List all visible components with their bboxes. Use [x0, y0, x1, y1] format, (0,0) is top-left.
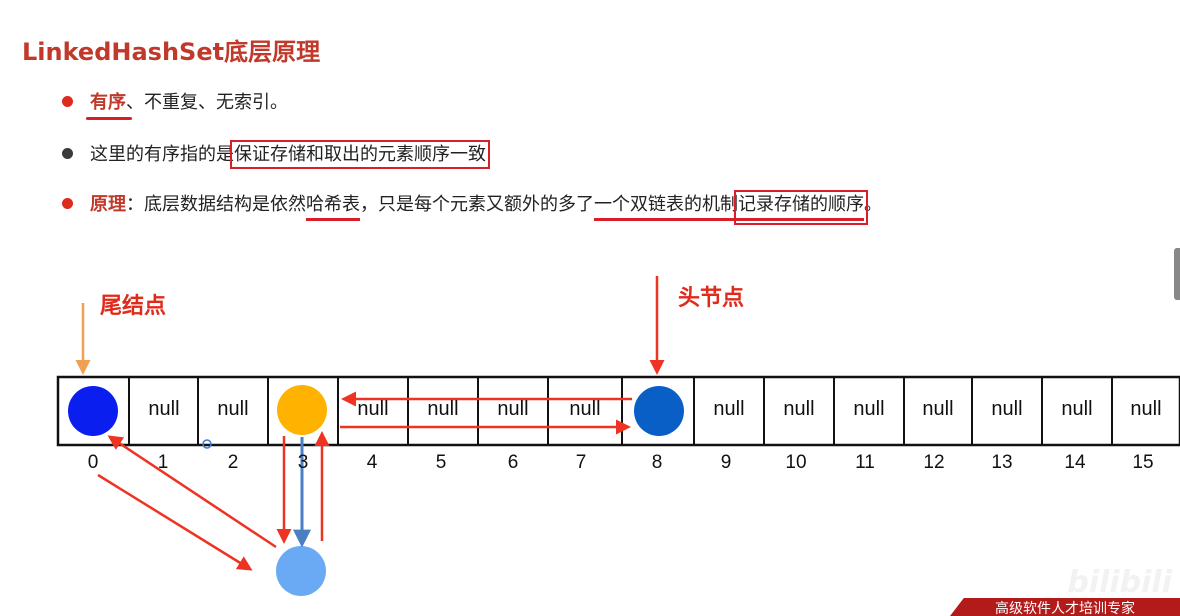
- bullet-principle: 原理：底层数据结构是依然哈希表，只是每个元素又额外的多了一个双链表的机制记录存储…: [62, 190, 882, 225]
- cell-7: null: [569, 398, 601, 420]
- page-title: LinkedHashSet底层原理: [22, 38, 321, 66]
- boxed-phrase-consistent-order: 保证存储和取出的元素顺序一致: [230, 140, 490, 169]
- cell-13: null: [991, 398, 1023, 420]
- node-index-0: [68, 386, 118, 436]
- index-label-8: 8: [651, 452, 663, 473]
- cell-15: null: [1130, 398, 1162, 420]
- bullet-text: 、不重复、无索引。: [126, 92, 288, 113]
- cell-9: null: [713, 398, 745, 420]
- index-label-9: 9: [720, 452, 732, 473]
- index-label-0: 0: [87, 452, 99, 473]
- bullet-ordered: 有序、不重复、无索引。: [62, 88, 288, 114]
- underlined-hash-table: 哈希表: [306, 194, 360, 221]
- index-label-13: 13: [991, 452, 1013, 473]
- index-label-12: 12: [923, 452, 945, 473]
- index-label-6: 6: [507, 452, 519, 473]
- node-index-3: [277, 385, 327, 435]
- index-label-2: 2: [227, 452, 239, 473]
- bullet-dot: [62, 147, 73, 159]
- keyword-principle: 原理: [90, 194, 126, 215]
- bullet-dot: [62, 95, 73, 107]
- index-label-4: 4: [366, 452, 378, 473]
- cell-4: null: [357, 398, 389, 420]
- bullet-order-meaning: 这里的有序指的是保证存储和取出的元素顺序一致: [62, 140, 490, 169]
- tail-node-label: 尾结点: [100, 294, 167, 319]
- cell-6: null: [497, 398, 529, 420]
- index-label-3: 3: [297, 452, 309, 473]
- index-label-14: 14: [1064, 452, 1086, 473]
- node-index-8: [634, 386, 684, 436]
- bullet-text: ：底层数据结构是依然: [126, 194, 306, 215]
- index-label-7: 7: [575, 452, 587, 473]
- array-outline: [56, 375, 1180, 447]
- footer-brand-badge: 高级软件人才培训专家: [950, 598, 1180, 616]
- bullet-dot: [62, 197, 73, 209]
- cell-10: null: [783, 398, 815, 420]
- cell-5: null: [427, 398, 459, 420]
- index-label-15: 15: [1132, 452, 1154, 473]
- node-chained-below-3: [276, 546, 326, 596]
- underline-ordered: [86, 117, 132, 120]
- side-scroll-handle[interactable]: [1174, 248, 1180, 300]
- cell-11: null: [853, 398, 885, 420]
- underlined-double-linked-list: 一个双链表的机制: [594, 194, 738, 221]
- index-label-10: 10: [785, 452, 807, 473]
- boxed-record-order: 记录存储的顺序: [734, 190, 868, 225]
- keyword-ordered: 有序: [90, 92, 126, 113]
- link-0-to-below-arrow: [97, 473, 253, 571]
- index-label-5: 5: [435, 452, 447, 473]
- link-below-to-0-arrow: [107, 435, 277, 549]
- bullet-text: 。: [864, 194, 882, 215]
- head-node-label: 头节点: [678, 286, 745, 311]
- cell-12: null: [922, 398, 954, 420]
- bullet-text: ，只是每个元素又额外的多了: [360, 194, 594, 215]
- cursor-indicator: [202, 439, 212, 449]
- cell-14: null: [1061, 398, 1093, 420]
- cell-1: null: [148, 398, 180, 420]
- bilibili-watermark: bilibili: [1067, 565, 1172, 600]
- bullet-text: 这里的有序指的是: [90, 144, 234, 165]
- index-label-11: 11: [855, 452, 875, 473]
- cell-2: null: [217, 398, 249, 420]
- index-label-1: 1: [157, 452, 169, 473]
